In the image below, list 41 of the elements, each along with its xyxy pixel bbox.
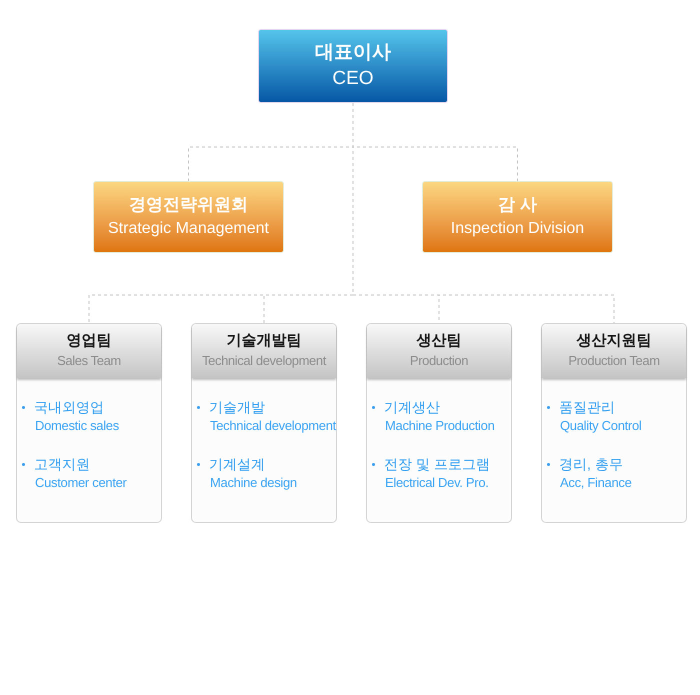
- duty-item-english: Domestic sales: [34, 417, 120, 435]
- team-name-english: Production: [410, 352, 468, 370]
- team-name: 영업팀: [66, 331, 112, 351]
- executive-box: [258, 29, 448, 103]
- duty-item: 기술개발: [209, 398, 265, 417]
- duty-item-english: Acc, Finance: [559, 474, 633, 492]
- box-title: 대표이사: [315, 41, 391, 65]
- duty-item: 고객지원: [34, 455, 90, 474]
- team-name: 기술개발팀: [226, 331, 302, 351]
- duty-item-english: Machine Production: [384, 417, 496, 435]
- team-card: [16, 323, 162, 523]
- team-card: [366, 323, 512, 523]
- team-header: [192, 324, 336, 378]
- box-subtitle: CEO: [332, 67, 374, 91]
- team-header: [17, 324, 161, 378]
- duty-item: 품질관리: [559, 398, 615, 417]
- team-header: [542, 324, 686, 378]
- team-name-english: Production Team: [568, 352, 660, 370]
- duty-item-english: Electrical Dev. Pro.: [384, 474, 490, 492]
- team-card: [191, 323, 337, 523]
- box-title: 감 사: [498, 194, 537, 216]
- duty-item: 국내외영업: [34, 398, 104, 417]
- duty-item-english: Machine design: [209, 474, 298, 492]
- team-name-english: Technical development: [202, 352, 326, 370]
- division-box: [422, 181, 613, 253]
- duty-item: 전장 및 프로그램: [384, 455, 490, 474]
- division-box: [93, 181, 284, 253]
- duty-item-english: Customer center: [34, 474, 128, 492]
- box-title: 경영전략위원회: [129, 194, 248, 216]
- team-card: [541, 323, 687, 523]
- team-name-english: Sales Team: [57, 352, 121, 370]
- team-name: 생산팀: [416, 331, 462, 351]
- duty-item-english: Technical development: [209, 417, 334, 435]
- duty-item-english: Quality Control: [559, 417, 642, 435]
- duty-item: 기계생산: [384, 398, 440, 417]
- duty-item: 기계설계: [209, 455, 265, 474]
- team-name: 생산지원팀: [576, 331, 652, 351]
- duty-item: 경리, 총무: [559, 455, 623, 474]
- box-subtitle: Inspection Division: [450, 219, 584, 239]
- box-subtitle: Strategic Management: [108, 219, 269, 239]
- team-header: [367, 324, 511, 378]
